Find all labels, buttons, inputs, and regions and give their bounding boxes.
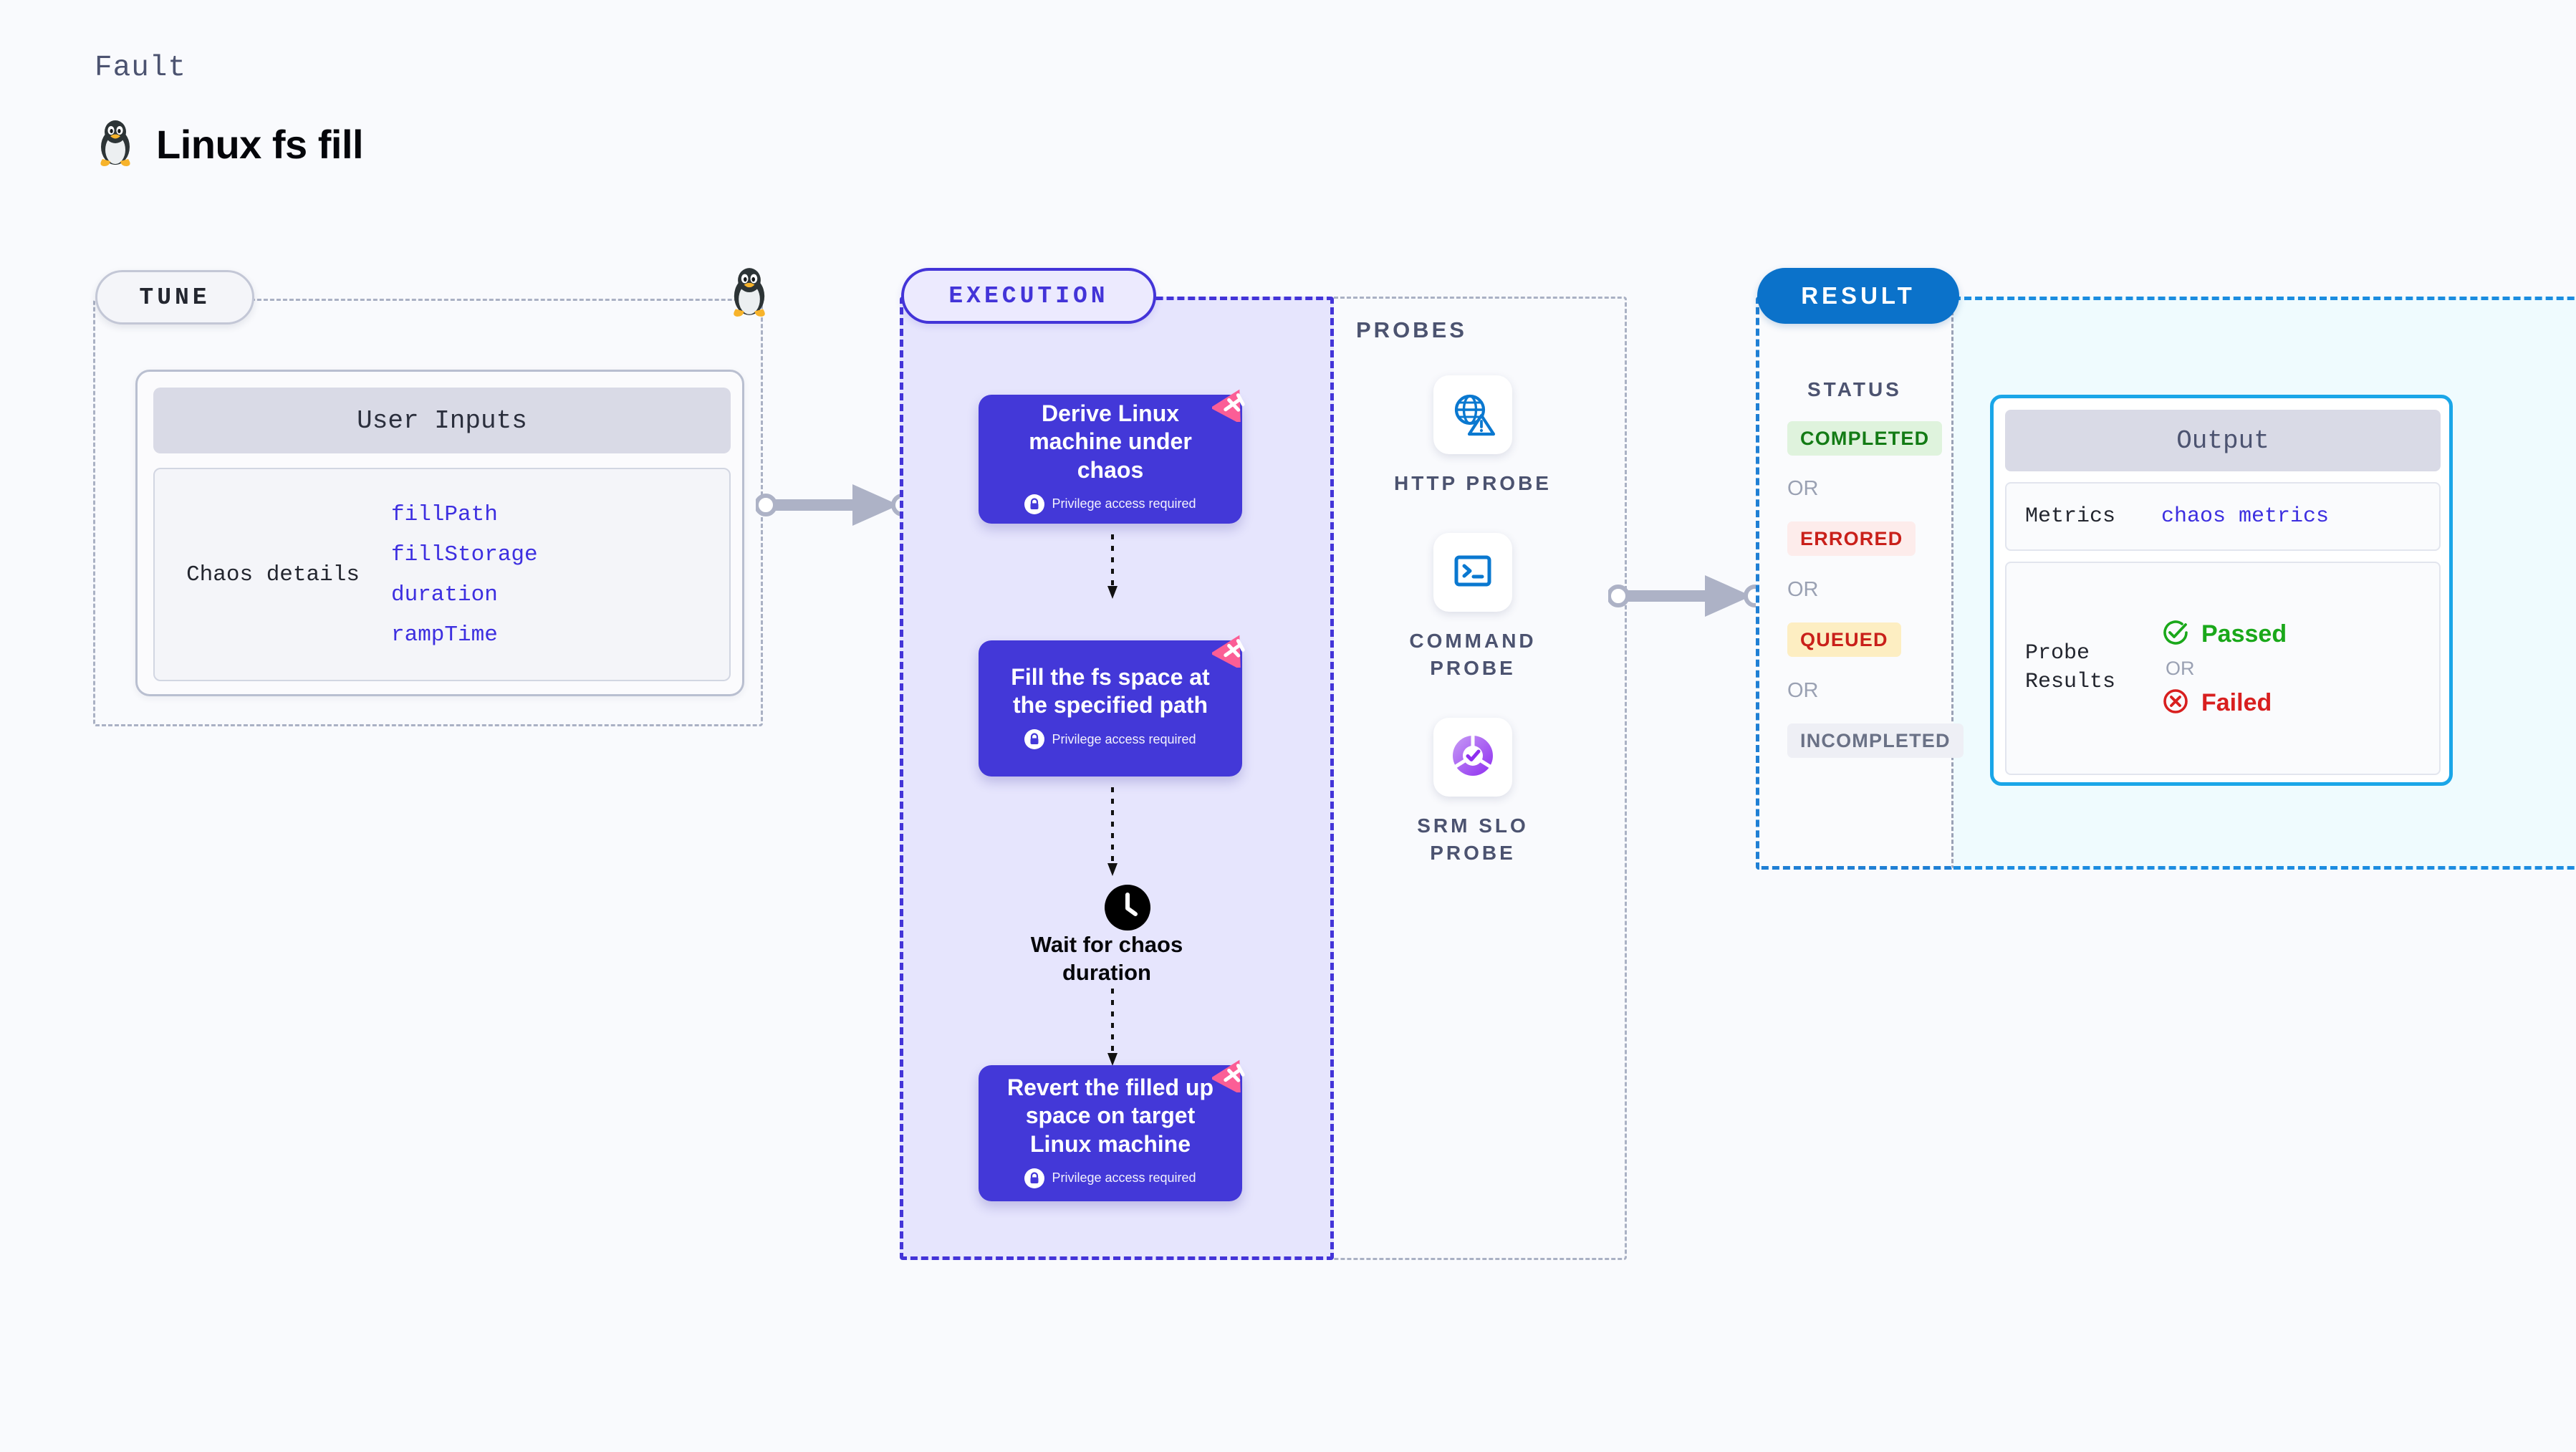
probe-tile bbox=[1433, 533, 1512, 612]
probes-section-label: PROBES bbox=[1356, 317, 1467, 342]
lock-icon bbox=[1024, 729, 1045, 750]
output-card: Output Metrics chaos metrics Probe Resul… bbox=[1990, 395, 2453, 786]
step-title: Fill the fs space at the specified path bbox=[1011, 663, 1210, 718]
check-circle-icon bbox=[2161, 618, 2190, 650]
probe-results-row: Probe Results Passed OR bbox=[2005, 562, 2441, 775]
lock-icon bbox=[1024, 1168, 1045, 1188]
metrics-row: Metrics chaos metrics bbox=[2005, 482, 2441, 551]
chaos-details-box: Chaos details fillPath fillStorage durat… bbox=[153, 468, 731, 681]
probe-outcome-or: OR bbox=[2166, 657, 2195, 679]
status-or-label: OR bbox=[1787, 679, 1819, 702]
chaos-param-fillpath[interactable]: fillPath bbox=[391, 501, 498, 527]
litmus-logo-icon bbox=[1210, 1055, 1252, 1096]
connector-tune-to-execution bbox=[754, 479, 917, 535]
probe-name: HTTP PROBE bbox=[1394, 472, 1552, 494]
privilege-note: Privilege access required bbox=[1024, 729, 1196, 750]
privilege-note: Privilege access required bbox=[1024, 1168, 1196, 1188]
flow-arrow-down bbox=[1105, 989, 1120, 1071]
status-or-label: OR bbox=[1787, 578, 1819, 601]
linux-tux-icon bbox=[95, 118, 136, 170]
fault-title-row: Linux fs fill bbox=[95, 118, 364, 170]
status-section-label: STATUS bbox=[1807, 378, 1902, 400]
privilege-note-text: Privilege access required bbox=[1052, 496, 1196, 511]
clock-icon bbox=[1105, 885, 1150, 934]
execution-step-card[interactable]: Derive Linux machine under chaos Privile… bbox=[979, 389, 1245, 524]
chaos-param-duration[interactable]: duration bbox=[391, 582, 498, 607]
flow-arrow-down bbox=[1105, 534, 1120, 604]
probe-outcome-failed: Failed bbox=[2161, 687, 2287, 719]
probe-outcome-passed: Passed bbox=[2161, 618, 2287, 650]
connector-probes-to-result bbox=[1607, 569, 1769, 626]
privilege-note-text: Privilege access required bbox=[1052, 1170, 1196, 1186]
probe-outcomes: Passed OR Failed bbox=[2161, 618, 2287, 719]
probe-tile bbox=[1433, 375, 1512, 454]
flow-arrow-down bbox=[1105, 787, 1120, 881]
result-pill-label[interactable]: RESULT bbox=[1757, 268, 1959, 324]
tune-pill-label[interactable]: TUNE bbox=[95, 270, 254, 324]
execution-pill-label[interactable]: EXECUTION bbox=[901, 268, 1156, 324]
metrics-label: Metrics bbox=[2025, 504, 2116, 529]
step-title: Revert the filled up space on target Lin… bbox=[1006, 1074, 1214, 1157]
lock-icon bbox=[1024, 494, 1045, 514]
linux-tux-icon-connector bbox=[727, 266, 772, 321]
passed-label: Passed bbox=[2201, 620, 2287, 648]
status-badge-incompleted: INCOMPLETED bbox=[1787, 723, 1964, 758]
globe-warning-icon bbox=[1449, 390, 1496, 441]
chaos-details-label: Chaos details bbox=[186, 562, 360, 587]
execution-step-card[interactable]: Revert the filled up space on target Lin… bbox=[979, 1059, 1245, 1201]
probe-results-label: Probe Results bbox=[2025, 641, 2116, 694]
failed-label: Failed bbox=[2201, 688, 2272, 716]
fault-eyebrow-label: Fault bbox=[95, 52, 187, 85]
status-or-label: OR bbox=[1787, 477, 1819, 500]
slo-donut-check-icon bbox=[1449, 732, 1496, 783]
probe-name: COMMAND PROBE bbox=[1409, 630, 1537, 679]
step-title: Derive Linux machine under chaos bbox=[1029, 400, 1192, 483]
terminal-icon bbox=[1451, 549, 1495, 597]
privilege-note: Privilege access required bbox=[1024, 494, 1196, 514]
metrics-value[interactable]: chaos metrics bbox=[2161, 504, 2330, 529]
output-header: Output bbox=[2005, 410, 2441, 471]
status-badge-errored: ERRORED bbox=[1787, 521, 1916, 556]
chaos-param-ramptime[interactable]: rampTime bbox=[391, 622, 498, 648]
probe-name: SRM SLO PROBE bbox=[1417, 814, 1529, 864]
status-badge-queued: QUEUED bbox=[1787, 622, 1901, 657]
probe-item-command[interactable]: COMMAND PROBE bbox=[1373, 533, 1573, 682]
chaos-param-list: fillPath fillStorage duration rampTime bbox=[391, 502, 538, 648]
x-circle-icon bbox=[2161, 687, 2190, 719]
probe-tile bbox=[1433, 718, 1512, 797]
user-inputs-card: User Inputs Chaos details fillPath fillS… bbox=[135, 370, 744, 696]
probes-region bbox=[1334, 297, 1627, 1260]
probe-item-http[interactable]: HTTP PROBE bbox=[1373, 375, 1573, 497]
page-title: Linux fs fill bbox=[156, 122, 364, 167]
litmus-logo-icon bbox=[1210, 385, 1252, 425]
probe-item-srm-slo[interactable]: SRM SLO PROBE bbox=[1373, 718, 1573, 867]
chaos-param-fillstorage[interactable]: fillStorage bbox=[391, 542, 538, 567]
status-badge-completed: COMPLETED bbox=[1787, 421, 1943, 456]
wait-step-label: Wait for chaos duration bbox=[1030, 932, 1183, 985]
litmus-logo-icon bbox=[1210, 630, 1252, 671]
user-inputs-header: User Inputs bbox=[153, 388, 731, 453]
privilege-note-text: Privilege access required bbox=[1052, 731, 1196, 746]
execution-step-card[interactable]: Fill the fs space at the specified path … bbox=[979, 635, 1245, 777]
